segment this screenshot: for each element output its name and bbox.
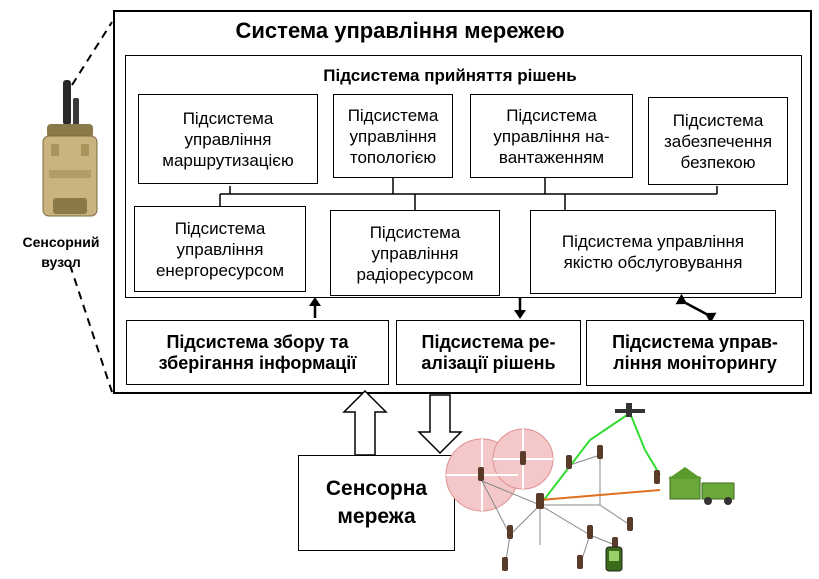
collect-storage-subsystem-box: Підсистема збору та зберігання інформаці… [126,320,389,385]
sensor-network-illustration [445,403,735,572]
sensor-node-label: Сенсорний вузол [22,234,100,270]
load-subsystem-box: Підсистема управління на-вантаженням [470,94,633,178]
monitoring-subsystem-box: Підсистема управ-ління моніторингу [586,320,804,386]
decision-subsystem-title: Підсистема прийняття рішень [323,66,577,85]
system-title: Система управління мережею [235,18,565,43]
security-subsystem-box: Підсистема забезпечення безпекою [648,97,788,185]
command-post-icon [668,467,735,505]
routing-subsystem-box: Підсистема управління маршрутизацією [138,94,318,184]
sensor-node-image [42,80,98,217]
handheld-device-icon [605,546,623,572]
decision-realization-subsystem-box: Підсистема ре-алізації рішень [396,320,581,385]
topology-subsystem-box: Підсистема управління топологією [333,94,453,178]
sensor-network-box: Сенсорна мережа [298,455,455,551]
drone-icon [615,403,645,417]
decision-subsystem-frame [125,55,802,298]
radio-subsystem-box: Підсистема управління радіоресурсом [330,210,500,296]
energy-subsystem-box: Підсистема управління енергоресурсом [134,206,306,292]
network-management-system-frame [113,10,812,394]
qos-subsystem-box: Підсистема управління якістю обслуговува… [530,210,776,294]
